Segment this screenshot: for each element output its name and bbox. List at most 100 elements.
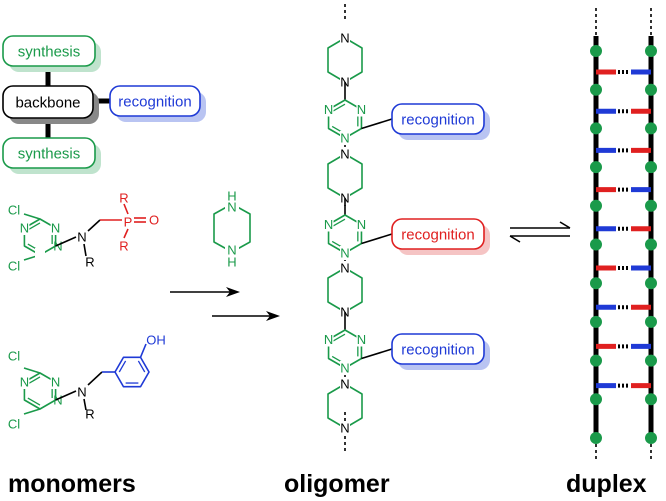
oligomer-recognition-link-3 — [361, 348, 393, 360]
duplex-right-node-6 — [645, 238, 657, 251]
monomer2-c-oh-bond — [139, 343, 147, 358]
caption-duplex: duplex — [566, 470, 647, 498]
monomer2-n-r-bond — [83, 398, 87, 411]
duplex-right-node-2 — [645, 83, 657, 96]
synthesis-box-top — [2, 35, 96, 67]
oligomer-triazine-n-2-1: N — [340, 246, 349, 261]
caption-monomers: monomers — [8, 470, 136, 498]
oligomer-recognition-box-2 — [391, 218, 485, 250]
oligomer-triazine-n-bg-3-2 — [356, 332, 367, 347]
duplex-right-node-11 — [645, 432, 657, 444]
duplex-left-node-3 — [590, 122, 602, 135]
duplex-right-node-1 — [645, 45, 657, 57]
backbone-box-label: backbone — [15, 95, 80, 112]
piperazine-n-bottom: N — [227, 243, 236, 258]
monomer1-r-top: R — [119, 191, 128, 206]
duplex-right-node-10 — [645, 393, 657, 406]
oligomer-piperazine-n-top-4: N — [340, 377, 349, 392]
reaction-arrow-2-head — [266, 311, 280, 321]
monomer2-cl-bottom-bond — [23, 408, 41, 415]
oligomer-triazine-n-bg-1-1 — [340, 131, 350, 145]
oligomer-recognition-box-1 — [391, 103, 485, 135]
duplex-left-node-5 — [590, 199, 602, 212]
oligomer-triazine-3-double-a — [331, 333, 346, 343]
oligomer-triazine-1-double-a — [331, 103, 346, 113]
oligomer-triazine-n-3-1: N — [340, 361, 349, 376]
monomer2-oh: OH — [146, 333, 166, 348]
duplex-right-node-4 — [645, 161, 657, 174]
oligomer-triazine-n-bg-3-0 — [323, 332, 334, 347]
duplex-right-node-8 — [645, 315, 657, 328]
oligomer-triazine-n-bg-2-2 — [356, 217, 367, 232]
duplex-left-node-1 — [590, 45, 602, 57]
oligomer-triazine-n-bg-2-0 — [323, 217, 334, 232]
oligomer-recognition-box-3 — [391, 333, 485, 365]
duplex-left-node-7 — [590, 277, 602, 290]
monomer2-c-n-bond — [55, 390, 77, 401]
monomer1-n3: N — [53, 239, 62, 254]
synthesis-box-bottom-label: synthesis — [18, 146, 81, 163]
monomer1-n1-bg — [50, 221, 61, 235]
monomer1-cl-top: Cl — [8, 203, 20, 218]
monomer2-benzene-double-c — [118, 360, 127, 373]
piperazine-h-bottom: H — [227, 255, 236, 270]
oligomer-triazine-n-bg-1-2 — [356, 102, 367, 117]
synthesis-box-bottom — [2, 137, 96, 169]
duplex-left-node-11 — [590, 432, 602, 444]
oligomer-recognition-link-1 — [361, 118, 393, 130]
duplex-left-node-9 — [590, 354, 602, 367]
oligomer-piperazine-n-top-bg-4 — [340, 377, 350, 391]
duplex-right-node-5 — [645, 199, 657, 212]
oligomer-triazine-n-2-2: N — [357, 217, 366, 232]
monomer2-n2: N — [20, 375, 29, 390]
monomer1-n2: N — [20, 221, 29, 236]
duplex-left-node-10 — [590, 393, 602, 406]
piperazine-h-top: H — [227, 189, 236, 204]
piperazine-n-bottom-bg — [225, 245, 239, 259]
monomer2-n1-bg — [50, 375, 61, 389]
monomer2-n-ch2-bond — [87, 371, 103, 386]
duplex-right-node-9 — [645, 354, 657, 367]
oligomer-triazine-n-1-1: N — [340, 131, 349, 146]
monomer2-amine-n: N — [77, 385, 86, 400]
monomer2-cl-top-bond — [23, 367, 41, 374]
duplex-left-node-8 — [590, 315, 602, 328]
duplex-left-node-2 — [590, 83, 602, 96]
monomer1-amine-n: N — [77, 230, 86, 245]
monomer2-n3: N — [53, 393, 62, 408]
monomer2-n2-bg — [19, 375, 30, 389]
monomer1-n1: N — [51, 221, 60, 236]
duplex-right-node-3 — [645, 122, 657, 135]
monomer2-cl-top: Cl — [8, 349, 20, 364]
oligomer-piperazine-n-top-3: N — [340, 261, 349, 276]
piperazine-n-top-bg — [225, 197, 239, 211]
monomer2-n1: N — [51, 375, 60, 390]
oligomer-triazine-n-bg-1-0 — [323, 102, 334, 117]
oligomer-recognition-box-1-label: recognition — [401, 112, 474, 129]
oligomer-piperazine-n-bottom-bg-4 — [340, 421, 350, 435]
oligomer-piperazine-n-top-1: N — [340, 31, 349, 46]
monomer2-amine-r: R — [85, 407, 94, 422]
piperazine-n-top: N — [227, 200, 236, 215]
monomer2-benzene-double-b — [137, 360, 146, 373]
backbone-box — [2, 85, 94, 119]
oligomer-piperazine-n-top-2: N — [340, 147, 349, 162]
oligomer-triazine-n-bg-3-1 — [340, 361, 350, 375]
oligomer-recognition-link-2 — [361, 233, 393, 245]
oligomer-piperazine-n-top-bg-3 — [340, 261, 350, 275]
oligomer-triazine-n-2-0: N — [324, 217, 333, 232]
monomer2-cl-bottom: Cl — [8, 417, 20, 432]
equilibrium-arrow-reverse-head — [509, 235, 521, 243]
monomer1-p-r-top-bond — [123, 203, 129, 215]
monomer1-c-n-bond — [55, 236, 77, 247]
oligomer-piperazine-n-top-bg-2 — [340, 147, 350, 161]
monomer1-n-ch2-bond — [87, 219, 101, 232]
oligomer-recognition-box-2-label: recognition — [401, 227, 474, 244]
monomer1-r-bottom: R — [119, 239, 128, 254]
monomer1-n3-bg — [35, 248, 45, 262]
oligomer-piperazine-n-bottom-4: N — [340, 421, 349, 436]
synthesis-box-top-label: synthesis — [18, 44, 81, 61]
oligomer-triazine-n-3-2: N — [357, 332, 366, 347]
